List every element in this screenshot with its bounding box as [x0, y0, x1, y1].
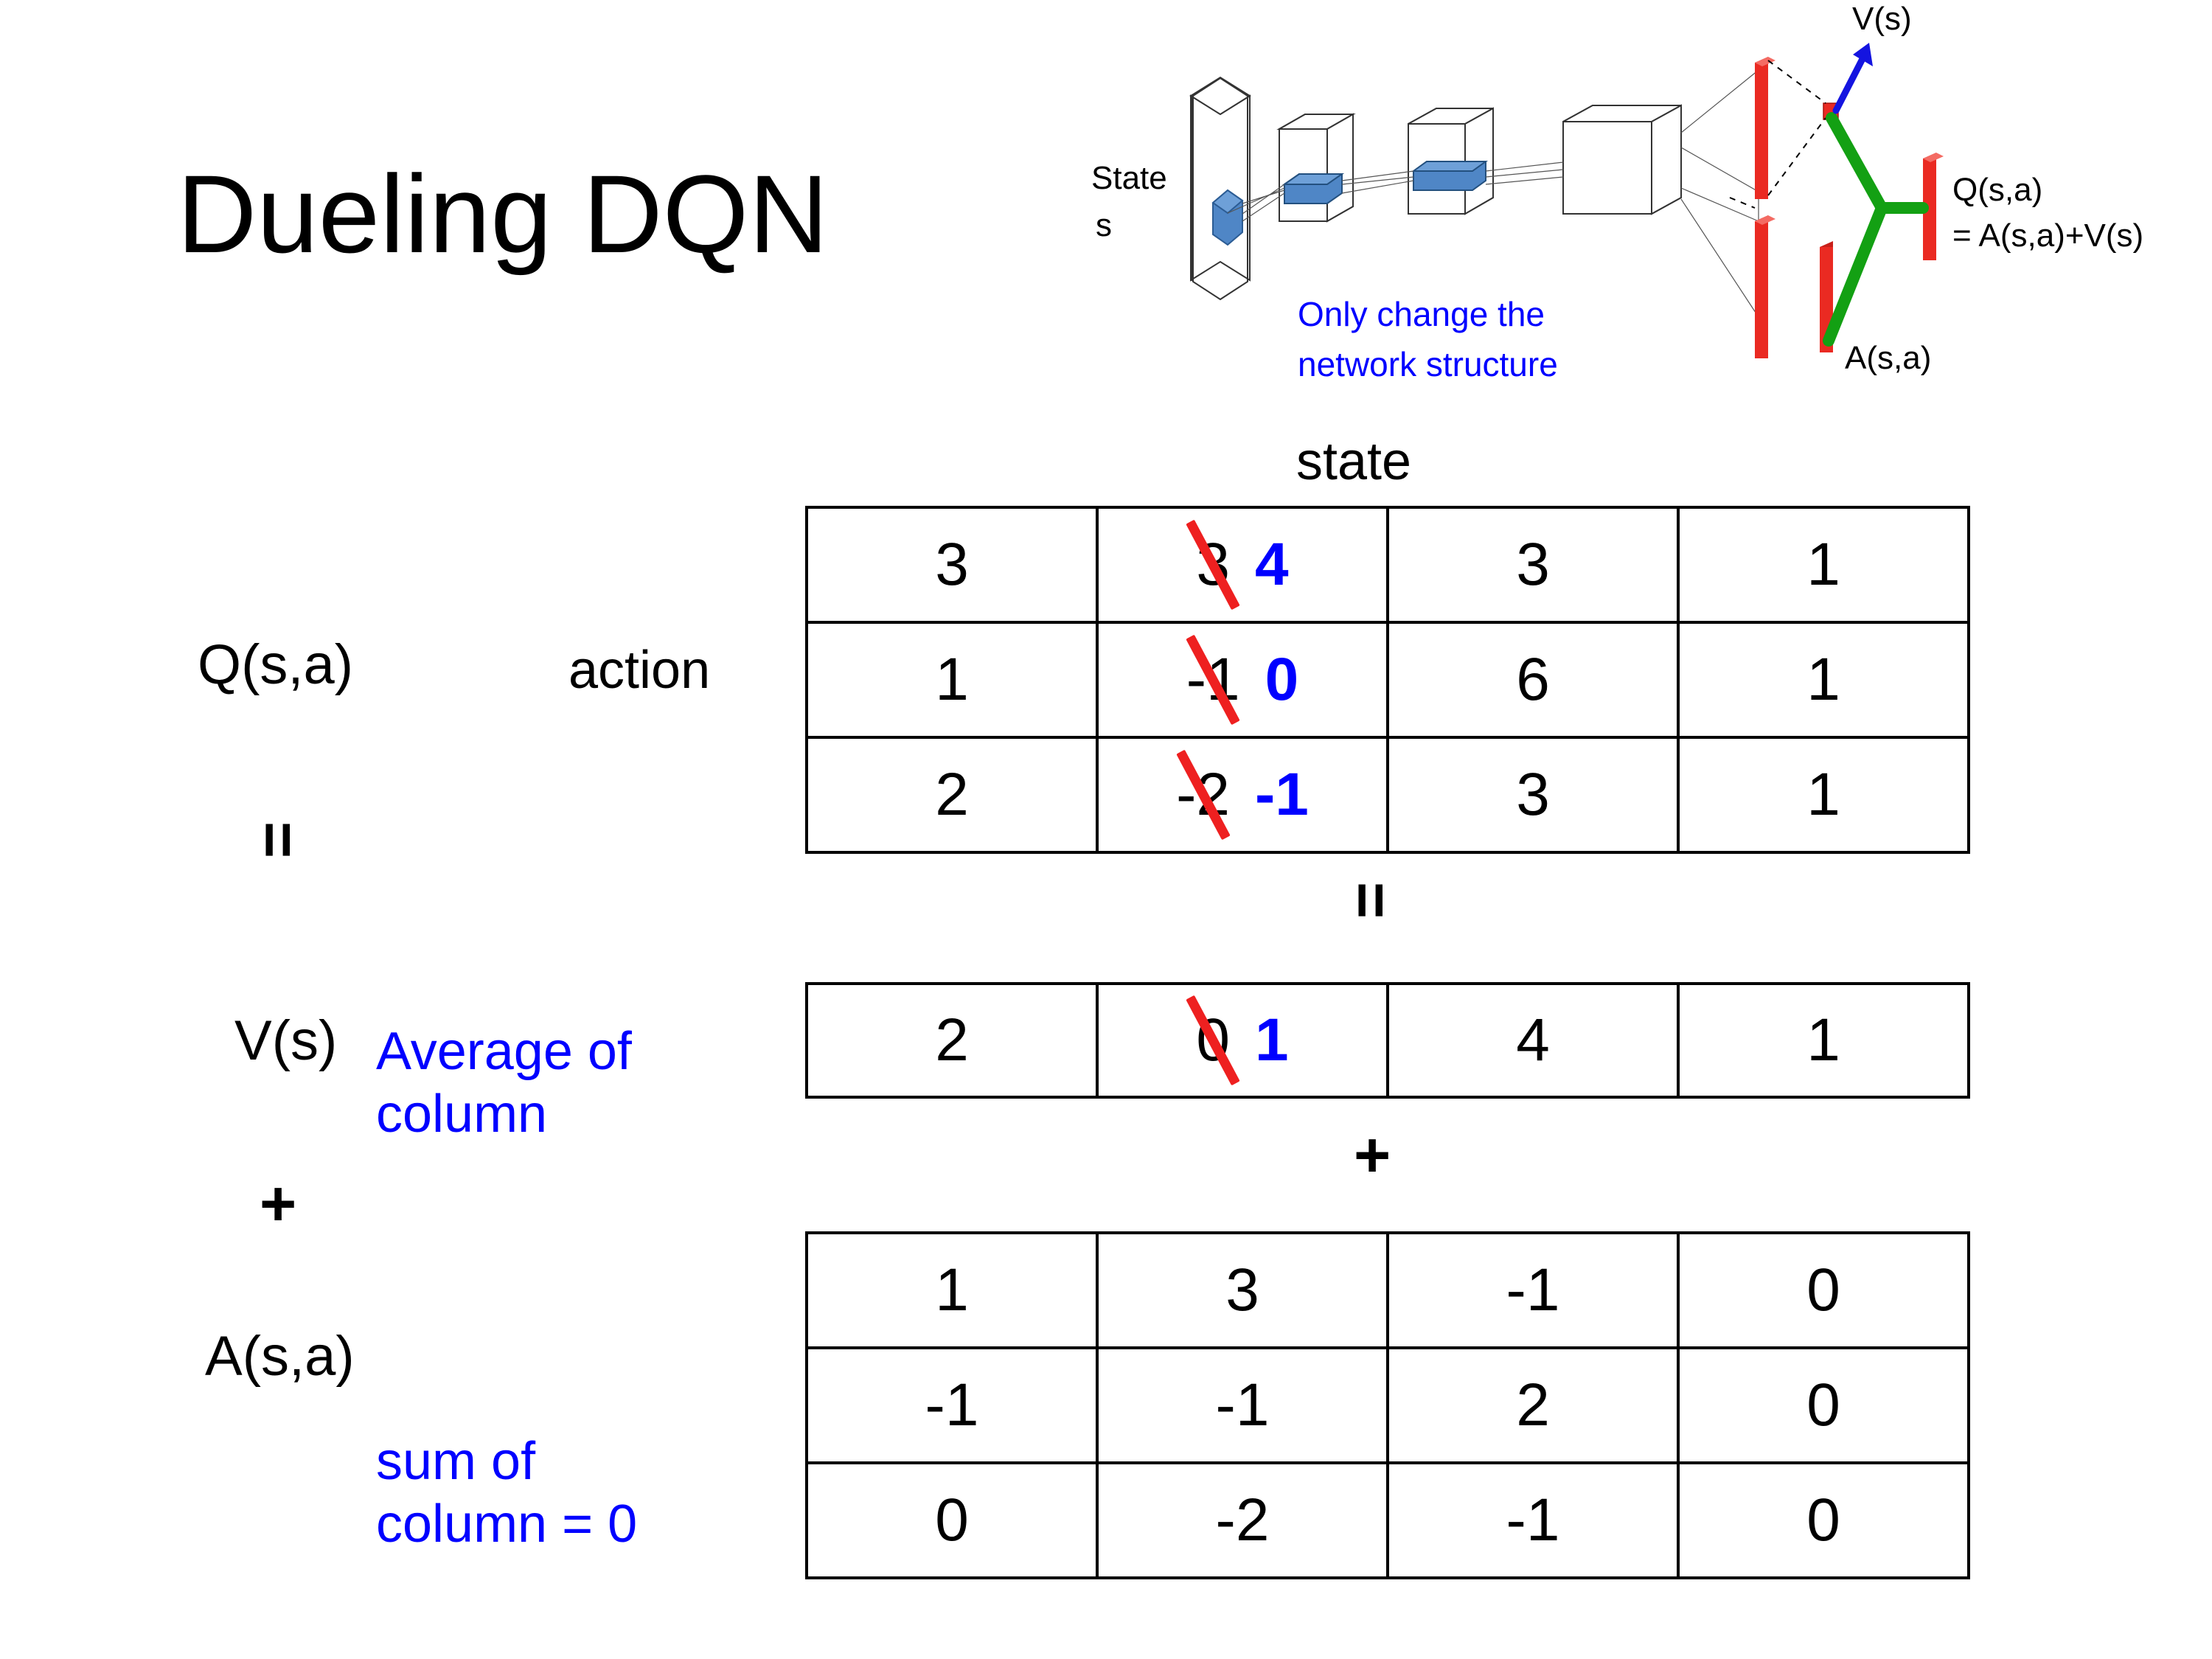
q-cell-r1c1-old-text: -1: [1186, 646, 1240, 713]
sum-note-line1: sum of: [376, 1432, 536, 1491]
q-output-bar-shape: [1923, 153, 1944, 260]
a-cell-r2c2: -1: [1386, 1461, 1680, 1579]
average-note-line1: Average of: [376, 1022, 632, 1081]
value-output-arrow-icon: [1832, 43, 1873, 114]
q-cell-r0c1-new-value: 4: [1255, 531, 1289, 598]
q-cell-r0c2: 3: [1386, 506, 1680, 624]
conv-patch-1-shape: [1281, 173, 1345, 204]
value-dashed-lines: [1729, 60, 1826, 209]
dueling-network-diagram: State s V(s) A(s,a) Q(s,a) = A(s,a)+V(s)…: [1091, 0, 2212, 413]
diagram-note-line2: network structure: [1298, 345, 1558, 383]
a-cell-r2c3: 0: [1677, 1461, 1970, 1579]
table-row: 3 3 4 3 1: [805, 506, 1970, 624]
average-of-column-note: Average of column: [376, 1020, 632, 1146]
table-row: 1 3 -1 0: [805, 1231, 1970, 1349]
q-cell-r1c1-old-value: -1: [1186, 634, 1240, 726]
sum-of-column-note: sum of column = 0: [376, 1430, 637, 1556]
q-cell-r0c1-old-text: 3: [1196, 531, 1230, 598]
conv-layer-3-shape: [1562, 104, 1682, 215]
table-row: 2 -2 -1 3 1: [805, 736, 1970, 854]
state-column-header: state: [1296, 432, 1412, 491]
a-cell-r2c0: 0: [805, 1461, 1099, 1579]
plus-operator-left: +: [260, 1169, 297, 1239]
a-cell-r0c2: -1: [1386, 1231, 1680, 1349]
diagram-q-output-label-line2: = A(s,a)+V(s): [1952, 218, 2143, 254]
a-cell-r1c3: 0: [1677, 1346, 1970, 1464]
v-cell-c3: 1: [1677, 982, 1970, 1099]
v-cell-c1-old-text: 0: [1196, 1006, 1230, 1074]
q-cell-r0c3: 1: [1677, 506, 1970, 624]
green-merge-lines: [1823, 112, 1929, 347]
q-cell-r1c0: 1: [805, 621, 1099, 739]
a-cell-r2c1: -2: [1096, 1461, 1389, 1579]
a-cell-r1c0: -1: [805, 1346, 1099, 1464]
q-cell-r2c1-old-value: -2: [1175, 749, 1231, 841]
v-cell-c1-new-value: 1: [1255, 1006, 1289, 1074]
table-row: 1 -1 0 6 1: [805, 621, 1970, 739]
diagram-state-label-line2: s: [1096, 207, 1112, 243]
table-row: -1 -1 2 0: [805, 1346, 1970, 1464]
v-cell-c0: 2: [805, 982, 1099, 1099]
q-cell-r1c1: -1 0: [1096, 621, 1389, 739]
a-cell-r1c2: 2: [1386, 1346, 1680, 1464]
input-plane-shape: [1189, 76, 1251, 301]
value-stream-bar-shape: [1755, 57, 1775, 199]
diagram-advantage-output-label: A(s,a): [1845, 340, 1931, 376]
q-cell-r2c1-old-text: -2: [1176, 761, 1230, 828]
a-cell-r0c3: 0: [1677, 1231, 1970, 1349]
q-cell-r1c3: 1: [1677, 621, 1970, 739]
conv-patch-2-shape: [1411, 161, 1489, 191]
table-row: 2 0 1 4 1: [805, 982, 1970, 1099]
q-cell-r0c1-old-value: 3: [1186, 519, 1240, 611]
equals-operator-middle-glyph: =: [1335, 881, 1407, 919]
table-row: 0 -2 -1 0: [805, 1461, 1970, 1579]
q-cell-r0c0: 3: [805, 506, 1099, 624]
diagram-state-label-line1: State: [1091, 160, 1167, 196]
q-cell-r1c2: 6: [1386, 621, 1680, 739]
equals-operator-left: =: [243, 808, 313, 872]
v-value-table: 2 0 1 4 1: [805, 982, 1970, 1099]
diagram-q-output-label-line1: Q(s,a): [1952, 172, 2042, 208]
q-cell-r2c2: 3: [1386, 736, 1680, 854]
sum-note-line2: column = 0: [376, 1494, 638, 1554]
advantage-stream-bar-shape: [1755, 215, 1775, 358]
a-cell-r0c0: 1: [805, 1231, 1099, 1349]
q-cell-r2c1: -2 -1: [1096, 736, 1389, 854]
q-function-label: Q(s,a): [198, 633, 354, 696]
input-patch-shape: [1211, 189, 1244, 246]
advantage-value-table: 1 3 -1 0 -1 -1 2 0 0 -2 -1 0: [805, 1231, 1970, 1579]
a-function-label: A(s,a): [205, 1325, 355, 1388]
plus-operator-middle: +: [1354, 1120, 1391, 1191]
diagram-note-line1: Only change the: [1298, 295, 1545, 333]
action-row-header: action: [568, 641, 711, 700]
conv-layer-1-shape: [1276, 113, 1356, 223]
q-cell-r1c1-new-value: 0: [1265, 646, 1299, 713]
page-title: Dueling DQN: [177, 152, 829, 276]
v-cell-c1-old-value: 0: [1186, 995, 1240, 1086]
v-cell-c2: 4: [1386, 982, 1680, 1099]
average-note-line2: column: [376, 1084, 548, 1144]
v-cell-c1: 0 1: [1096, 982, 1389, 1099]
q-cell-r2c1-new-value: -1: [1255, 761, 1309, 828]
a-cell-r0c1: 3: [1096, 1231, 1389, 1349]
q-cell-r0c1: 3 4: [1096, 506, 1389, 624]
a-cell-r1c1: -1: [1096, 1346, 1389, 1464]
q-value-table: 3 3 4 3 1 1 -1 0 6 1 2: [805, 506, 1970, 854]
q-cell-r2c0: 2: [805, 736, 1099, 854]
q-cell-r2c3: 1: [1677, 736, 1970, 854]
equals-operator-left-glyph: =: [243, 821, 314, 859]
equals-operator-middle: =: [1335, 869, 1406, 932]
diagram-value-output-label: V(s): [1852, 1, 1912, 37]
v-function-label: V(s): [234, 1009, 338, 1072]
